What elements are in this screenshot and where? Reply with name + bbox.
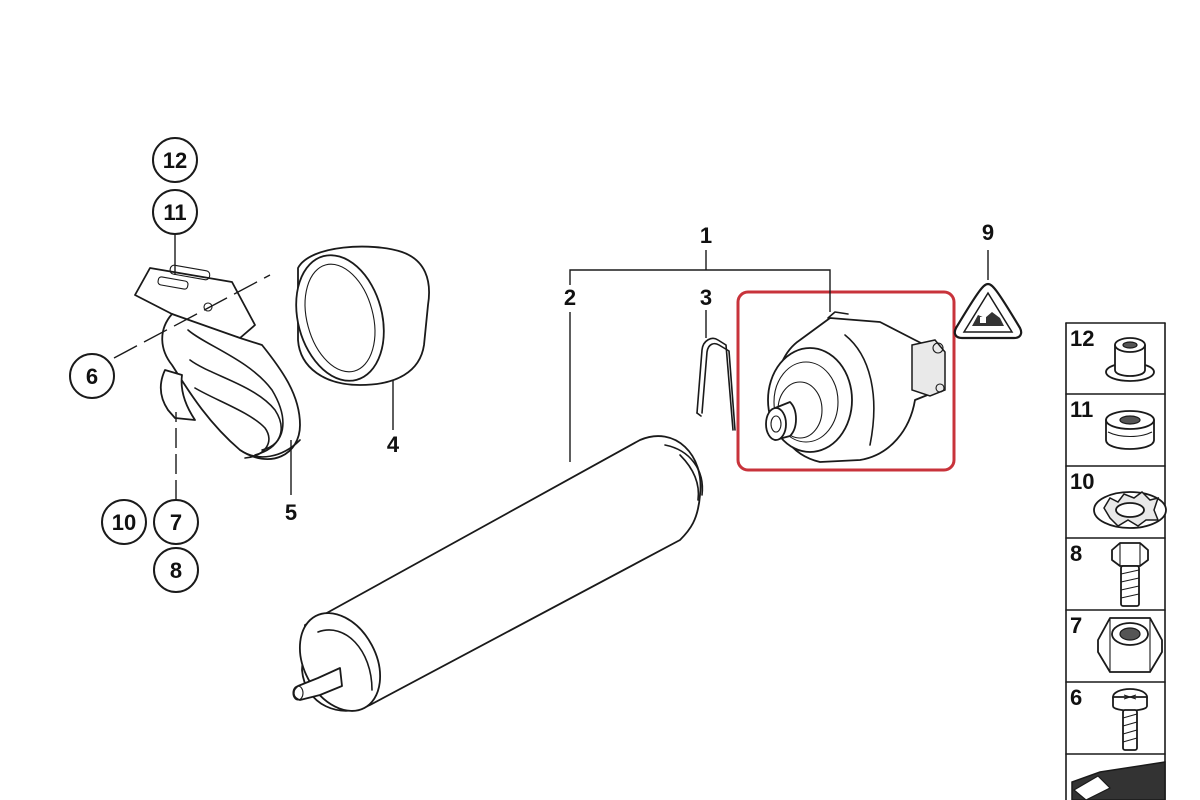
side-label-7: 7 bbox=[1070, 613, 1082, 638]
callout-11-top: 11 bbox=[152, 189, 198, 235]
callout-12-top: 12 bbox=[152, 137, 198, 183]
label-2: 2 bbox=[564, 285, 576, 310]
hex-nut-icon bbox=[1097, 617, 1163, 673]
label-4: 4 bbox=[387, 432, 400, 457]
pan-head-screw-icon bbox=[1112, 688, 1148, 751]
callout-label: 7 bbox=[170, 510, 182, 535]
rubber-ring-part bbox=[295, 245, 430, 386]
pressure-regulator-part bbox=[765, 311, 946, 463]
side-label-8: 8 bbox=[1070, 541, 1082, 566]
leader-lines bbox=[113, 230, 989, 500]
grommet-flanged-icon bbox=[1105, 337, 1155, 382]
callout-7: 7 bbox=[153, 499, 199, 545]
lock-washer-icon bbox=[1093, 491, 1167, 529]
side-label-12: 12 bbox=[1070, 326, 1094, 351]
label-5: 5 bbox=[285, 500, 297, 525]
callout-label: 8 bbox=[170, 558, 182, 583]
callout-label: 10 bbox=[112, 510, 136, 535]
spring-clip-part bbox=[696, 337, 736, 431]
callout-10: 10 bbox=[101, 499, 147, 545]
bracket-clamp-part bbox=[134, 264, 301, 460]
callout-label: 6 bbox=[86, 364, 98, 389]
highlight-box bbox=[736, 290, 956, 472]
side-label-10: 10 bbox=[1070, 469, 1094, 494]
hardware-side-panel: 12 11 10 8 7 6 bbox=[1065, 322, 1167, 800]
label-1: 1 bbox=[700, 223, 712, 248]
label-9: 9 bbox=[982, 220, 994, 245]
callout-label: 11 bbox=[163, 200, 186, 225]
warning-label-icon bbox=[953, 282, 1023, 340]
side-label-6: 6 bbox=[1070, 685, 1082, 710]
callout-8: 8 bbox=[153, 547, 199, 593]
fuel-filter-part bbox=[292, 435, 704, 712]
label-3: 3 bbox=[700, 285, 712, 310]
grommet-icon bbox=[1105, 410, 1155, 450]
side-label-11: 11 bbox=[1070, 397, 1093, 422]
callout-label: 12 bbox=[163, 148, 187, 173]
callout-6: 6 bbox=[69, 353, 115, 399]
strip-icon bbox=[1071, 761, 1166, 800]
hex-bolt-icon bbox=[1111, 542, 1149, 607]
